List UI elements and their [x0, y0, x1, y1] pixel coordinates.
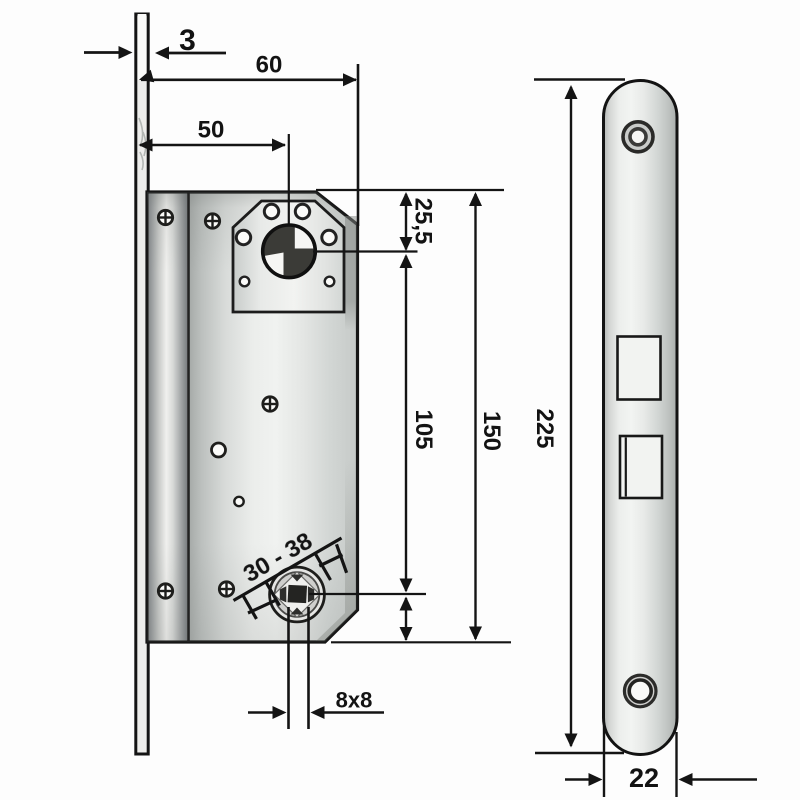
- svg-text:105: 105: [410, 409, 437, 449]
- svg-text:60: 60: [256, 52, 283, 79]
- svg-text:3: 3: [179, 24, 196, 57]
- svg-text:150: 150: [478, 411, 505, 451]
- svg-text:25,5: 25,5: [410, 198, 437, 245]
- svg-text:22: 22: [629, 763, 659, 793]
- svg-text:50: 50: [198, 117, 225, 144]
- svg-text:8x8: 8x8: [336, 688, 373, 713]
- svg-text:225: 225: [531, 408, 558, 448]
